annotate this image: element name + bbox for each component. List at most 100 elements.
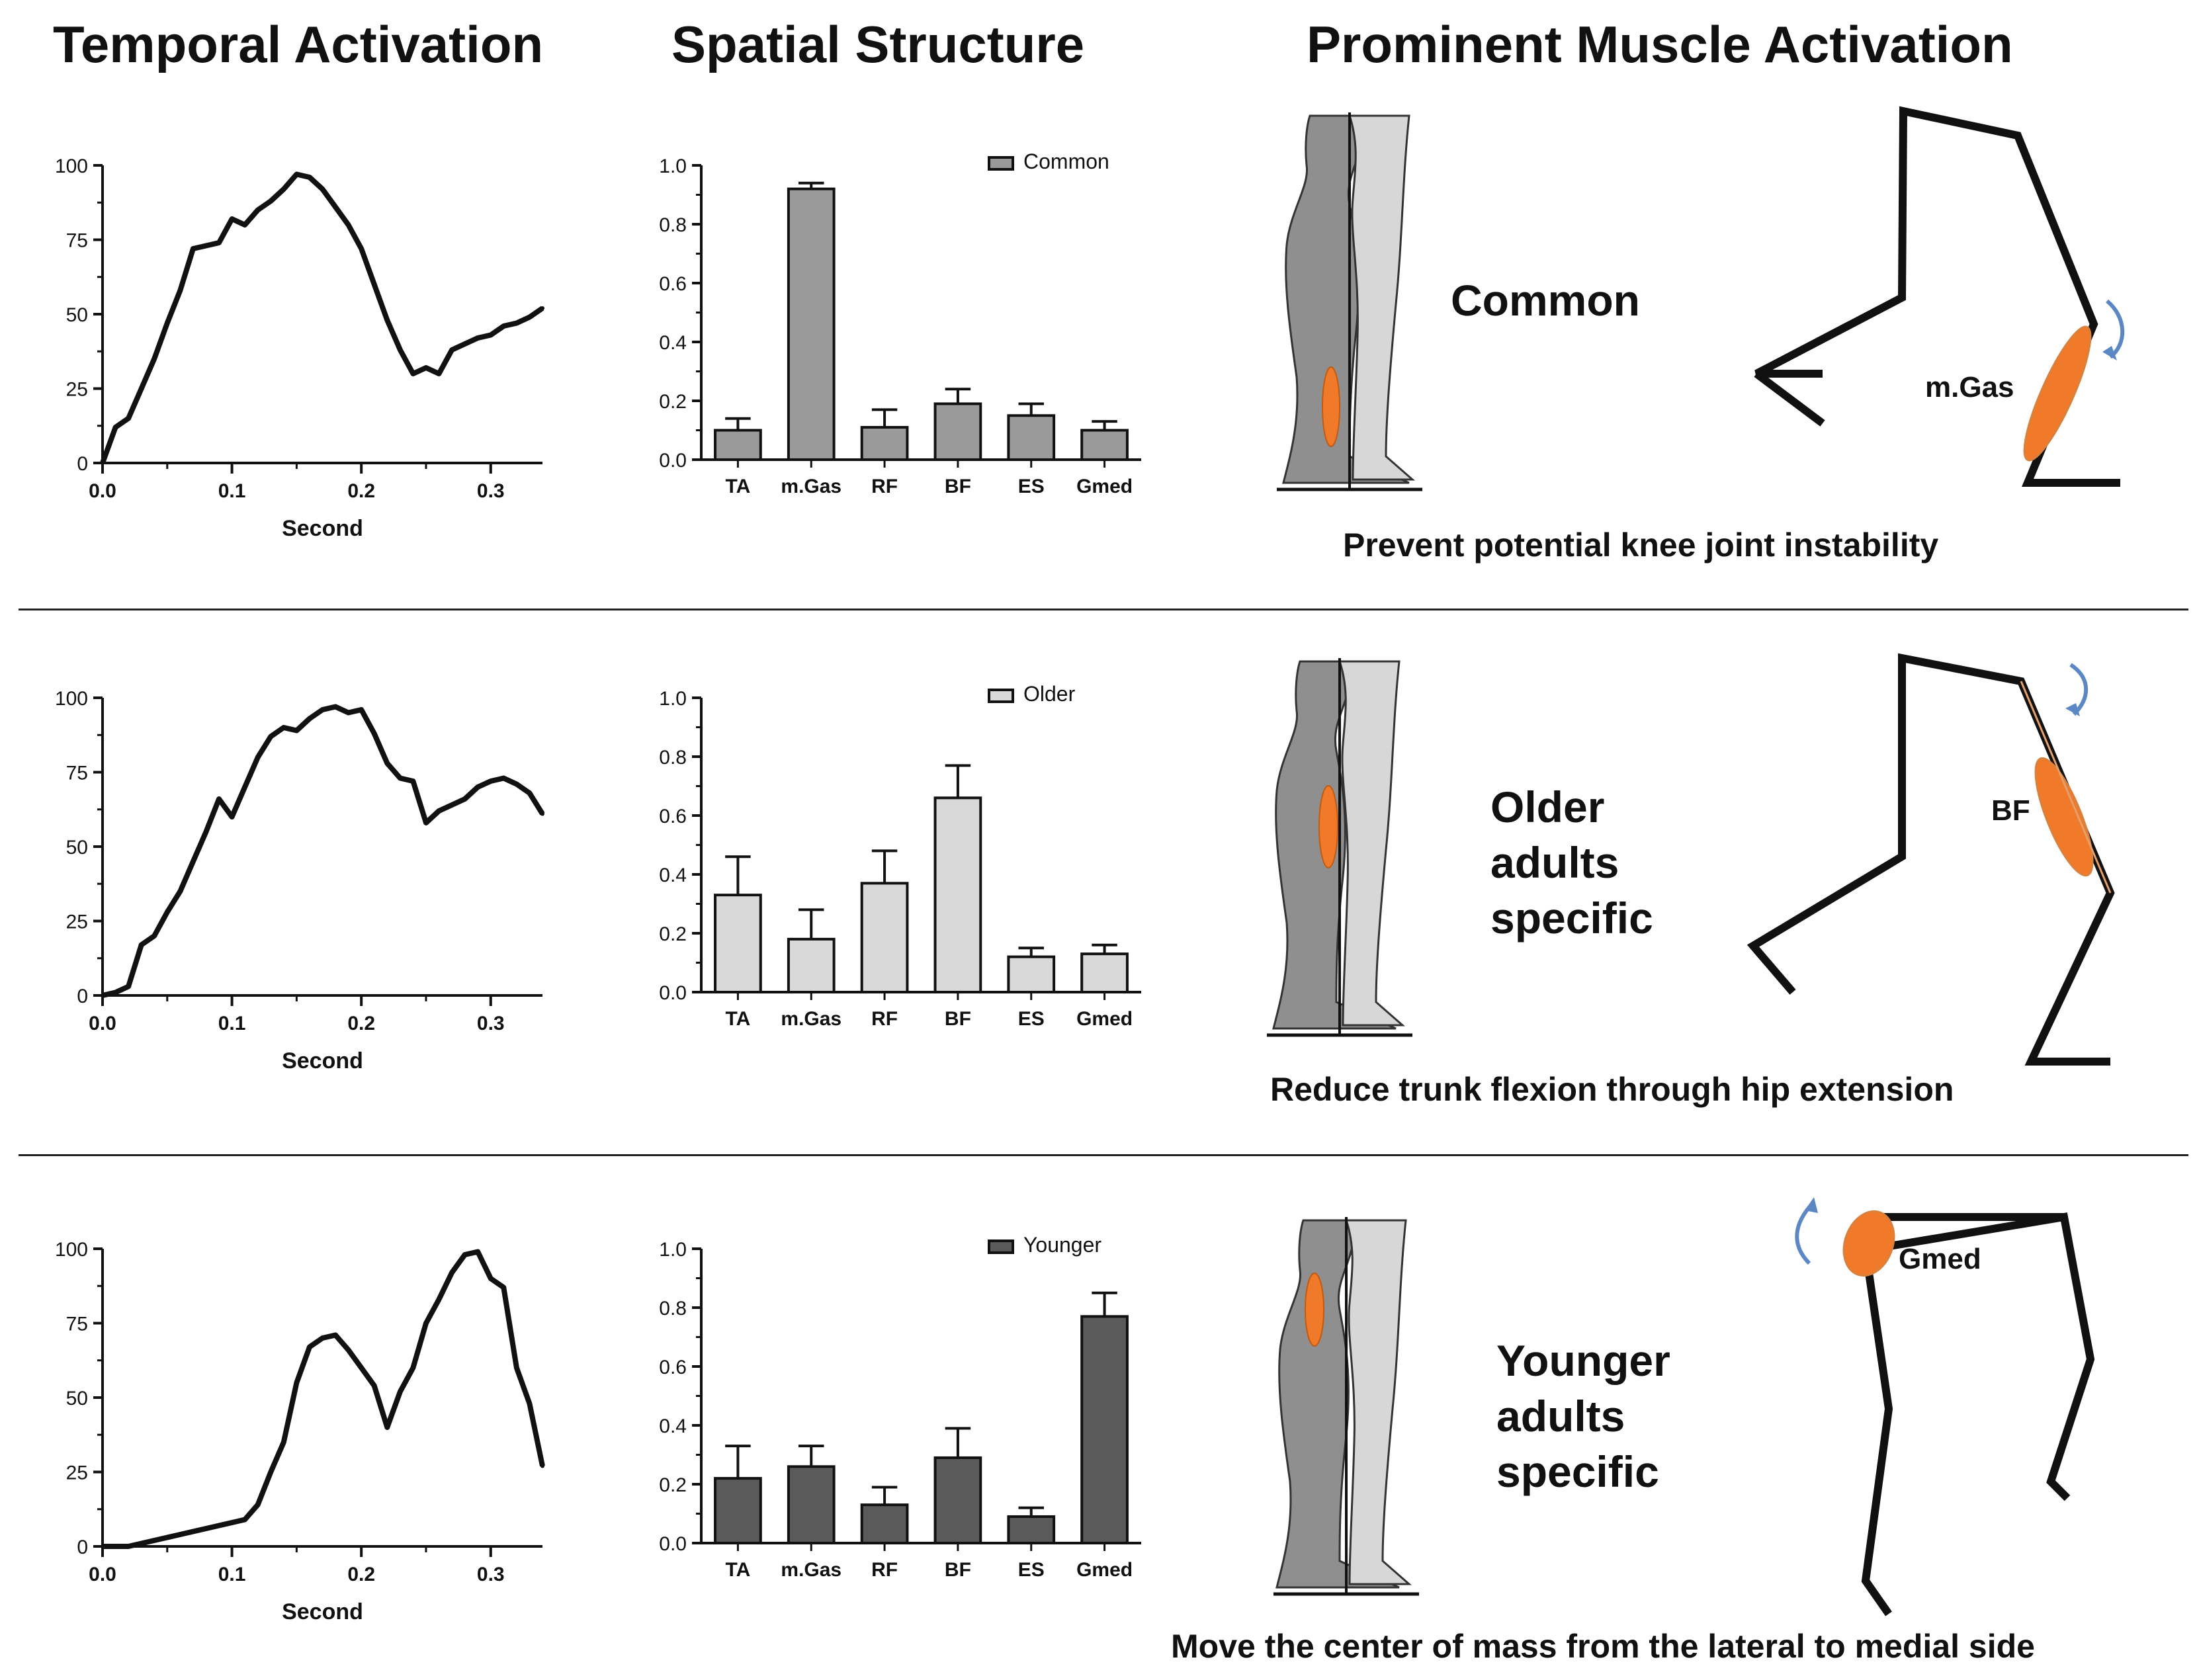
activation-point	[113, 990, 118, 995]
activation-point	[527, 791, 532, 795]
row-label-common: Common	[1451, 276, 1640, 325]
category-label: TA	[726, 476, 751, 497]
legend-label: Common	[1023, 149, 1109, 173]
legend-label: Younger	[1023, 1233, 1101, 1257]
y-tick-label: 25	[66, 911, 88, 933]
x-tick-label: 0.0	[89, 1013, 116, 1034]
category-label: TA	[726, 1559, 751, 1581]
row-label-older-line1: Older	[1490, 782, 1605, 831]
y-tick-label: 0.8	[659, 214, 687, 236]
category-label: BF	[945, 1559, 971, 1581]
y-tick-label: 100	[55, 688, 88, 710]
y-tick-label: 0.8	[659, 747, 687, 769]
category-label: m.Gas	[781, 476, 841, 497]
category-label: Gmed	[1076, 476, 1133, 497]
stick-figure-younger: Gmed	[1795, 1197, 2095, 1617]
legend-swatch	[988, 1239, 1014, 1254]
category-label: ES	[1018, 476, 1045, 497]
activation-point	[101, 993, 105, 997]
bar-mgas	[787, 187, 836, 461]
activation-point	[126, 416, 131, 421]
category-label: BF	[945, 1008, 971, 1030]
stick-figure-older: BF	[1746, 653, 2115, 1066]
activation-point	[540, 812, 544, 816]
caption-younger: Move the center of mass from the lateral…	[1171, 1628, 2035, 1665]
activation-series-line	[103, 1249, 545, 1549]
row-label-younger: Younger adults specific	[1496, 1333, 1670, 1499]
activation-point	[113, 425, 118, 429]
activation-point	[139, 1541, 144, 1546]
x-tick-label: 0.2	[347, 480, 375, 502]
activation-point	[450, 348, 454, 352]
x-tick-label: 0.3	[477, 1564, 505, 1585]
activation-point	[230, 815, 234, 819]
y-tick-label: 50	[66, 304, 88, 326]
y-tick-label: 0.0	[659, 982, 687, 1004]
y-tick-label: 50	[66, 1388, 88, 1409]
activation-point	[527, 315, 532, 319]
y-tick-label: 1.0	[659, 155, 687, 177]
activation-point	[411, 779, 415, 783]
activation-point	[372, 1384, 376, 1388]
activation-point	[488, 779, 493, 783]
activation-point	[101, 1544, 105, 1548]
y-tick-label: 100	[55, 155, 88, 177]
y-tick-label: 75	[66, 230, 88, 252]
activation-point	[255, 1503, 260, 1507]
activation-point	[501, 1285, 506, 1290]
y-tick-label: 75	[66, 763, 88, 784]
bar-bf	[933, 796, 982, 994]
category-label: Gmed	[1076, 1008, 1133, 1030]
muscle-label-older: BF	[1991, 794, 2030, 827]
activation-point	[269, 199, 273, 203]
activation-point	[501, 324, 506, 328]
x-axis-label: Second	[282, 1599, 363, 1624]
bar-bf	[933, 1456, 982, 1545]
y-tick-label: 50	[66, 837, 88, 859]
activation-point	[101, 461, 105, 465]
activation-point	[423, 821, 428, 825]
activation-point	[333, 1333, 338, 1337]
activation-point	[398, 776, 402, 780]
activation-point	[178, 288, 183, 292]
activation-point	[243, 1517, 247, 1522]
y-tick-label: 25	[66, 1462, 88, 1484]
activation-point	[476, 1249, 480, 1254]
activation-point	[307, 175, 312, 179]
row-label-younger-line1: Younger	[1496, 1336, 1670, 1385]
activation-point	[437, 1297, 441, 1302]
bar-mgas	[787, 1465, 836, 1544]
activation-point	[217, 241, 222, 245]
activation-point	[423, 366, 428, 370]
x-tick-label: 0.0	[89, 1564, 116, 1585]
y-tick-label: 0.8	[659, 1298, 687, 1320]
x-tick-label: 0.0	[89, 480, 116, 502]
y-tick-label: 75	[66, 1314, 88, 1335]
x-tick-label: 0.3	[477, 480, 505, 502]
bar-es	[1007, 1515, 1056, 1545]
x-axis-label: Second	[282, 516, 363, 541]
y-tick-label: 0	[77, 1536, 88, 1558]
activation-point	[359, 708, 364, 712]
activation-point	[488, 333, 493, 337]
activation-point	[346, 710, 351, 715]
x-axis-label: Second	[282, 1048, 363, 1073]
activation-point	[255, 755, 260, 759]
activation-point	[152, 1538, 157, 1542]
leg-side-view-younger	[1273, 1217, 1419, 1596]
activation-point	[476, 336, 480, 340]
activation-point	[152, 357, 157, 361]
caption-common: Prevent potential knee joint instability	[1343, 526, 1939, 564]
activation-point	[333, 704, 338, 709]
activation-point	[307, 1345, 312, 1349]
y-tick-label: 0.4	[659, 1415, 687, 1437]
y-tick-label: 0.0	[659, 450, 687, 472]
bar-ta	[714, 894, 762, 993]
y-tick-label: 25	[66, 379, 88, 401]
legend-label: Older	[1023, 682, 1076, 706]
legend-swatch	[988, 156, 1014, 171]
y-tick-label: 1.0	[659, 688, 687, 710]
category-label: RF	[871, 476, 898, 497]
